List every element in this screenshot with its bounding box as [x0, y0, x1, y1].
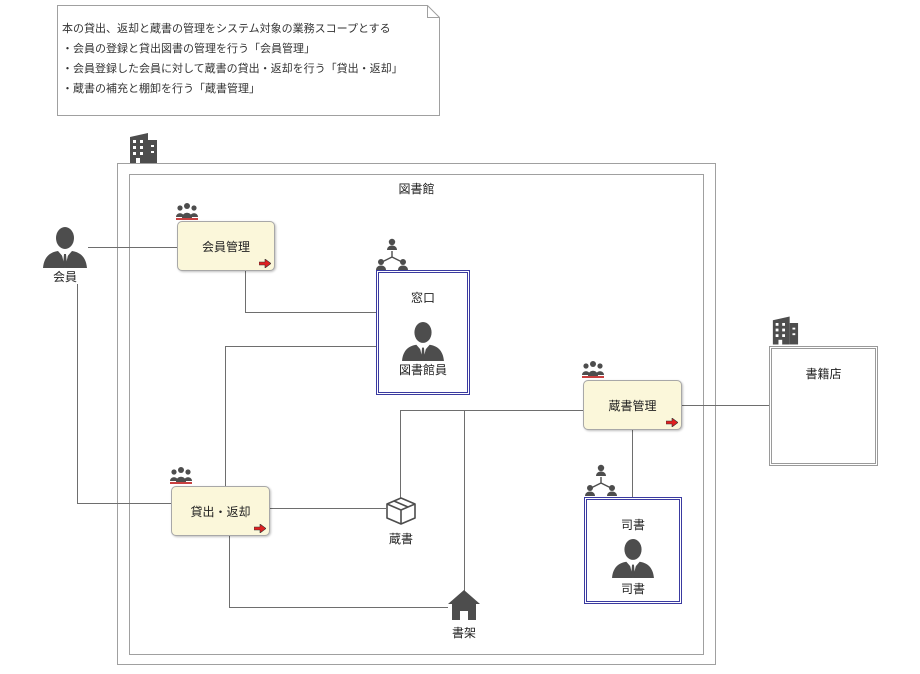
external-bookstore-label: 書籍店	[805, 367, 842, 381]
org-icon	[376, 238, 408, 270]
process-member-management[interactable]: 会員管理	[177, 221, 275, 271]
process-label: 貸出・返却	[190, 504, 251, 519]
item-books-label: 蔵書	[388, 532, 413, 546]
org-icon	[585, 464, 617, 496]
house-icon[interactable]	[447, 589, 481, 621]
box-icon[interactable]	[385, 496, 417, 526]
arrow-right-icon	[666, 418, 678, 427]
group-icon	[582, 361, 604, 378]
arrow-right-icon	[259, 259, 271, 268]
group-icon	[176, 203, 198, 220]
process-collection-management[interactable]: 蔵書管理	[583, 380, 682, 430]
note-line: ・会員登録した会員に対して蔵書の貸出・返却を行う「貸出・返却」	[62, 62, 403, 75]
process-lending-return[interactable]: 貸出・返却	[171, 486, 270, 536]
process-label: 蔵書管理	[608, 398, 657, 413]
actor-member-label: 会員	[52, 270, 77, 284]
library-boundary-title: 図書館	[398, 182, 435, 196]
building-icon	[772, 316, 799, 345]
group-icon	[170, 467, 192, 484]
person-icon	[612, 538, 654, 578]
person-icon	[43, 227, 87, 268]
building-icon	[130, 133, 157, 163]
external-bookstore[interactable]: 書籍店	[769, 346, 878, 466]
item-shelf-label: 書架	[451, 626, 476, 640]
worker-person-label: 司書	[620, 582, 645, 596]
process-label: 会員管理	[201, 239, 250, 254]
worker-title: 窓口	[410, 291, 435, 305]
note-line: 本の貸出、返却と蔵書の管理をシステム対象の業務スコープとする	[62, 22, 391, 35]
note-line: ・会員の登録と貸出図書の管理を行う「会員管理」	[62, 42, 315, 55]
scope-note: 本の貸出、返却と蔵書の管理をシステム対象の業務スコープとする ・会員の登録と貸出…	[57, 5, 439, 115]
note-line: ・蔵書の補充と棚卸を行う「蔵書管理」	[62, 82, 260, 95]
worker-counter[interactable]: 窓口 図書館員	[376, 270, 470, 395]
arrow-right-icon	[254, 524, 266, 533]
worker-person-label: 図書館員	[398, 363, 447, 377]
worker-title: 司書	[620, 518, 645, 532]
person-icon	[402, 321, 444, 361]
worker-librarian[interactable]: 司書 司書	[584, 497, 682, 604]
